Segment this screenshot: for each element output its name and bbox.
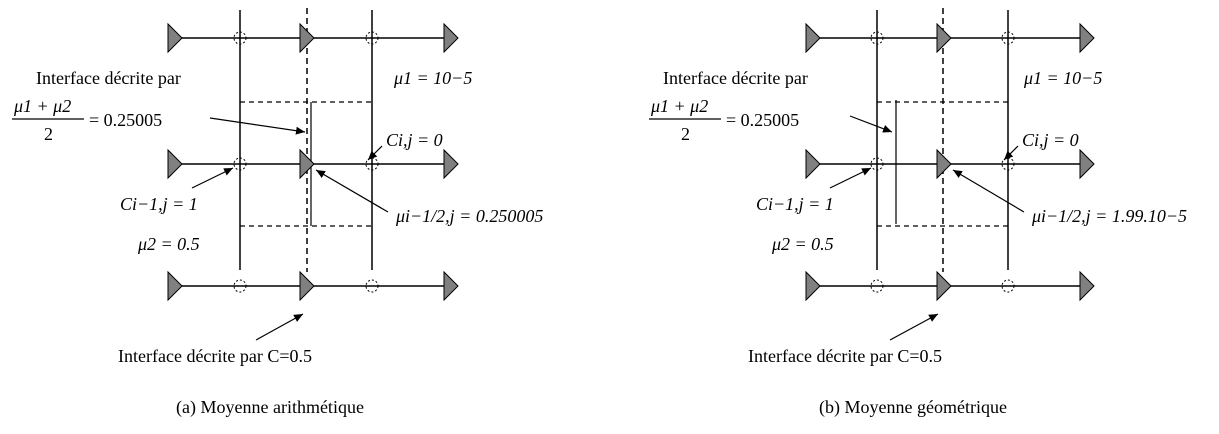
- mean-value: = 0.25005: [726, 110, 799, 130]
- grid-row: [805, 22, 1095, 54]
- mu2-label: μ2 = 0.5: [137, 234, 200, 254]
- panel-b: Interface décrite par μ1 + μ2 2 = 0.2500…: [649, 8, 1187, 418]
- pressure-node-icon: [1001, 279, 1015, 293]
- arrow-interface-c: [255, 313, 304, 341]
- arrow-mu-half: [952, 169, 1025, 213]
- arrow-mu-half: [315, 169, 389, 213]
- velocity-triangle-icon: [299, 148, 315, 180]
- mean-formula-denominator: 2: [681, 124, 690, 144]
- arrow-c-right: [367, 145, 383, 161]
- interface-c-label: Interface décrite par C=0.5: [748, 346, 942, 366]
- mu-half-label: μi−1/2,j = 0.250005: [395, 206, 543, 226]
- velocity-triangle-icon: [299, 22, 315, 54]
- pressure-node-icon: [1001, 31, 1015, 45]
- mean-formula-denominator: 2: [44, 124, 53, 144]
- mu1-label: μ1 = 10−5: [393, 68, 472, 88]
- velocity-triangle-icon: [167, 148, 183, 180]
- panel-caption: (a) Moyenne arithmétique: [176, 397, 364, 418]
- arrow-c-right: [1003, 145, 1019, 161]
- c-right-label: Ci,j = 0: [1022, 130, 1079, 150]
- velocity-triangle-icon: [1079, 22, 1095, 54]
- interface-mean-label: Interface décrite par: [663, 68, 808, 88]
- pressure-node-icon: [870, 157, 884, 171]
- pressure-node-icon: [233, 31, 247, 45]
- velocity-triangle-icon: [805, 148, 821, 180]
- velocity-triangle-icon: [167, 22, 183, 54]
- interface-mean-label: Interface décrite par: [36, 68, 181, 88]
- grid-row: [805, 148, 1095, 180]
- pressure-node-icon: [233, 279, 247, 293]
- velocity-triangle-icon: [443, 22, 459, 54]
- velocity-triangle-icon: [443, 270, 459, 302]
- pressure-node-icon: [870, 279, 884, 293]
- grid-row: [167, 22, 459, 54]
- panel-a: Interface décrite par μ1 + μ2 2 = 0.2500…: [12, 8, 543, 418]
- mu1-label: μ1 = 10−5: [1023, 68, 1102, 88]
- c-left-label: Ci−1,j = 1: [120, 194, 198, 214]
- pressure-node-icon: [1001, 157, 1015, 171]
- mean-formula-numerator: μ1 + μ2: [13, 96, 71, 116]
- velocity-triangle-icon: [1079, 148, 1095, 180]
- velocity-triangle-icon: [936, 148, 952, 180]
- velocity-triangle-icon: [936, 22, 952, 54]
- arrow-interface-c: [889, 313, 939, 341]
- velocity-triangle-icon: [1079, 270, 1095, 302]
- pressure-node-icon: [365, 31, 379, 45]
- velocity-triangle-icon: [805, 22, 821, 54]
- mean-value: = 0.25005: [89, 110, 162, 130]
- velocity-triangle-icon: [443, 148, 459, 180]
- arrow-c-left: [191, 167, 234, 189]
- velocity-triangle-icon: [805, 270, 821, 302]
- arrow-mean-interface: [209, 117, 306, 135]
- mu2-label: μ2 = 0.5: [771, 234, 834, 254]
- pressure-node-icon: [365, 157, 379, 171]
- mean-formula-numerator: μ1 + μ2: [650, 96, 708, 116]
- panel-caption: (b) Moyenne géométrique: [819, 397, 1007, 418]
- velocity-triangle-icon: [936, 270, 952, 302]
- grid-row: [167, 270, 459, 302]
- pressure-node-icon: [870, 31, 884, 45]
- grid-row: [167, 148, 459, 180]
- grid-row: [805, 270, 1095, 302]
- c-right-label: Ci,j = 0: [386, 130, 443, 150]
- mu-half-label: μi−1/2,j = 1.99.10−5: [1031, 206, 1187, 226]
- interface-c-label: Interface décrite par C=0.5: [118, 346, 312, 366]
- c-left-label: Ci−1,j = 1: [756, 194, 834, 214]
- pressure-node-icon: [233, 157, 247, 171]
- velocity-triangle-icon: [299, 270, 315, 302]
- arrow-mean-interface: [849, 115, 893, 133]
- pressure-node-icon: [365, 279, 379, 293]
- arrow-c-left: [829, 167, 872, 189]
- velocity-triangle-icon: [167, 270, 183, 302]
